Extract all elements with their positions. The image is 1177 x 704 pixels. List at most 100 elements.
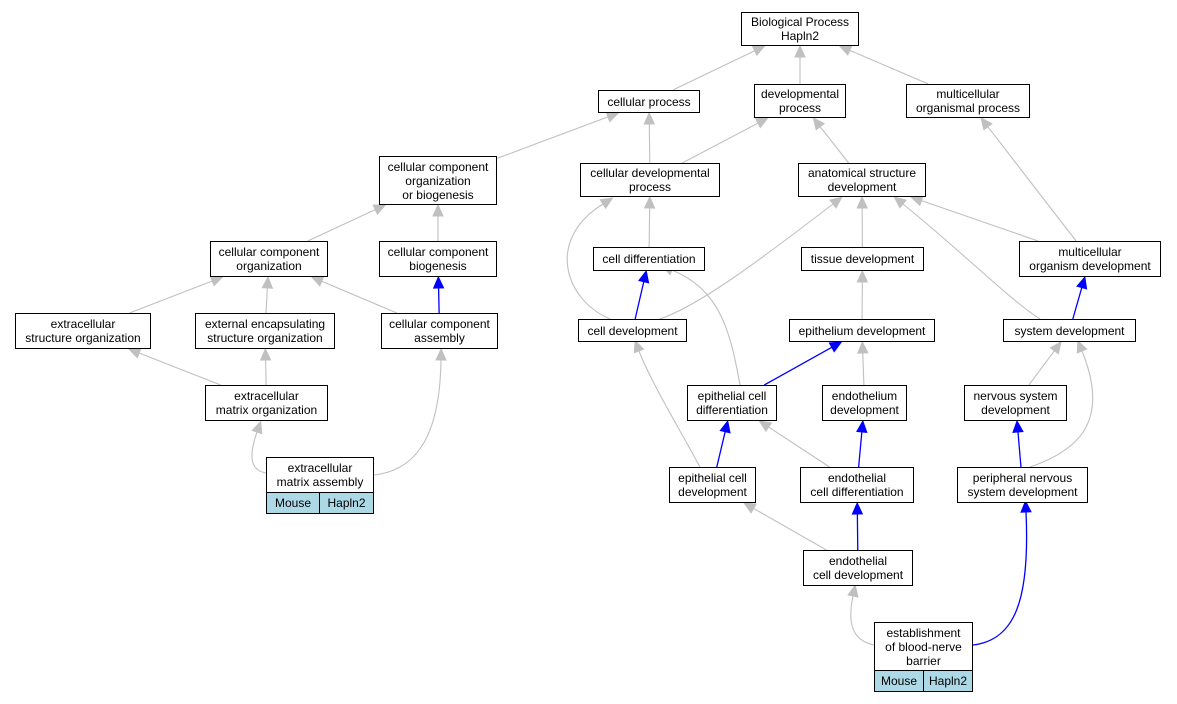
edge-peripheral-nervous-system-development-to-system-development xyxy=(1029,350,1094,468)
edge-endothelial-cell-development-to-epithelial-cell-development-arrowhead xyxy=(743,502,757,514)
edge-endothelial-cell-differentiation-to-epithelial-cell-differentiation-arrowhead xyxy=(758,420,773,433)
edge-endothelial-cell-development-to-endothelial-cell-differentiation-arrowhead xyxy=(851,501,864,515)
go-term-label-line: Biological Process xyxy=(750,15,850,29)
gene-tag[interactable]: Hapln2 xyxy=(923,670,973,692)
edge-establishment-of-blood-nerve-barrier-to-endothelial-cell-development-arrowhead xyxy=(847,584,859,598)
go-term-system-development[interactable]: system development xyxy=(1003,319,1136,342)
edge-endothelium-development-to-epithelium-development-arrowhead xyxy=(857,340,869,354)
go-term-label-line: or biogenesis xyxy=(402,187,474,202)
go-term-label-line: extracellular xyxy=(287,461,353,475)
edge-extracellular-matrix-assembly-to-extracellular-matrix-organization-arrowhead xyxy=(251,420,263,435)
edge-epithelial-cell-development-to-epithelial-cell-differentiation-arrowhead xyxy=(719,419,731,434)
go-term-label-line: extracellular xyxy=(234,389,299,403)
go-term-label-line: cell development xyxy=(812,568,904,582)
go-term-label-line: developmental xyxy=(760,87,840,101)
edge-multicellular-organism-development-to-multicellular-organismal-process-arrowhead xyxy=(980,117,993,131)
edge-system-development-to-anatomical-structure-development xyxy=(902,203,1041,320)
edge-multicellular-organismal-process-to-bp xyxy=(849,49,929,85)
go-term-cell-differentiation[interactable]: cell differentiation xyxy=(593,247,705,271)
edge-extracellular-matrix-organization-to-extracellular-structure-organization-arrowhead xyxy=(127,347,142,359)
edge-cellular-developmental-process-to-cellular-process-arrowhead xyxy=(643,111,656,125)
species-tag[interactable]: Mouse xyxy=(266,492,320,514)
go-term-label-line: extracellular xyxy=(50,317,116,331)
species-tag[interactable]: Mouse xyxy=(874,670,924,692)
edge-multicellular-organism-development-to-multicellular-organismal-process xyxy=(987,126,1077,242)
go-term-label-line: structure organization xyxy=(207,331,323,345)
edge-developmental-process-to-bp-arrowhead xyxy=(794,44,806,58)
go-term-label-line: anatomical structure xyxy=(807,166,917,180)
go-term-label-line: of blood-nerve xyxy=(885,639,962,654)
go-term-cell-development[interactable]: cell development xyxy=(578,319,687,342)
go-term-label-line: nervous system xyxy=(973,389,1058,403)
go-term-label-line: process xyxy=(628,180,672,194)
edge-multicellular-organism-development-to-anatomical-structure-development xyxy=(921,200,1039,242)
go-term-label-line: development xyxy=(678,485,747,499)
edge-cc-assembly-to-cc-biogenesis-arrowhead xyxy=(432,275,445,289)
edge-nervous-system-development-to-system-development-arrowhead xyxy=(1049,341,1062,355)
edge-system-development-to-anatomical-structure-development-arrowhead xyxy=(893,196,908,209)
go-term-label-line: barrier xyxy=(906,653,941,668)
go-term-label-line: development xyxy=(827,180,897,194)
go-term-epithelium-development[interactable]: epithelium development xyxy=(789,319,935,342)
go-term-label-line: organismal process xyxy=(915,101,1021,115)
go-term-tissue-development[interactable]: tissue development xyxy=(801,247,924,271)
edge-cell-differentiation-to-cellular-developmental-process-arrowhead xyxy=(643,195,656,209)
go-term-label-line: development xyxy=(981,403,1050,417)
gene-tag[interactable]: Hapln2 xyxy=(319,492,374,514)
go-term-label-line: cell differentiation xyxy=(602,252,696,266)
go-term-cellular-process[interactable]: cellular process xyxy=(598,90,700,113)
go-term-label-line: cellular component xyxy=(387,159,489,174)
go-term-label-line: multicellular xyxy=(936,87,1000,101)
go-term-label-line: multicellular xyxy=(1058,245,1122,259)
edge-cc-organization-to-cc-org-or-biogenesis-arrowhead xyxy=(372,204,387,216)
edge-extracellular-matrix-assembly-to-extracellular-matrix-organization xyxy=(251,431,267,474)
edge-endothelial-cell-differentiation-to-endothelium-development-arrowhead xyxy=(856,419,868,433)
go-term-label-line: structure organization xyxy=(25,331,141,345)
edge-cc-assembly-to-cc-organization xyxy=(321,280,398,314)
go-term-label-line: tissue development xyxy=(810,252,915,266)
go-term-label-line: system development xyxy=(1014,323,1125,338)
edge-extracellular-matrix-organization-to-external-encapsulating-structure-organization-arrowhead xyxy=(259,347,272,361)
edge-extracellular-matrix-assembly-to-cc-assembly xyxy=(373,359,442,476)
edge-peripheral-nervous-system-development-to-nervous-system-development-arrowhead xyxy=(1012,419,1024,433)
edge-cell-development-to-cellular-developmental-process xyxy=(566,203,611,320)
edge-external-encapsulating-structure-organization-to-cc-organization xyxy=(265,287,268,314)
go-term-label-line: organization xyxy=(405,173,471,188)
go-term-label-line: cellular component xyxy=(387,245,489,259)
edge-extracellular-structure-organization-to-cc-organization-arrowhead xyxy=(209,275,224,287)
go-term-label-line: biogenesis xyxy=(409,259,467,273)
edge-epithelial-cell-differentiation-to-cell-differentiation xyxy=(671,269,741,386)
edge-tissue-development-to-anatomical-structure-development-arrowhead xyxy=(856,195,868,209)
edge-epithelial-cell-development-to-cell-development xyxy=(638,350,701,468)
edge-cc-organization-to-cc-org-or-biogenesis xyxy=(307,209,376,242)
edge-multicellular-organismal-process-to-bp-arrowhead xyxy=(838,45,853,56)
edge-extracellular-matrix-organization-to-extracellular-structure-organization xyxy=(138,352,221,386)
edge-endothelial-cell-differentiation-to-endothelium-development xyxy=(857,431,863,468)
go-term-label-line: external encapsulating xyxy=(204,317,326,331)
go-term-label-line: cell differentiation xyxy=(810,485,904,499)
go-term-label-line: peripheral nervous xyxy=(972,471,1073,485)
